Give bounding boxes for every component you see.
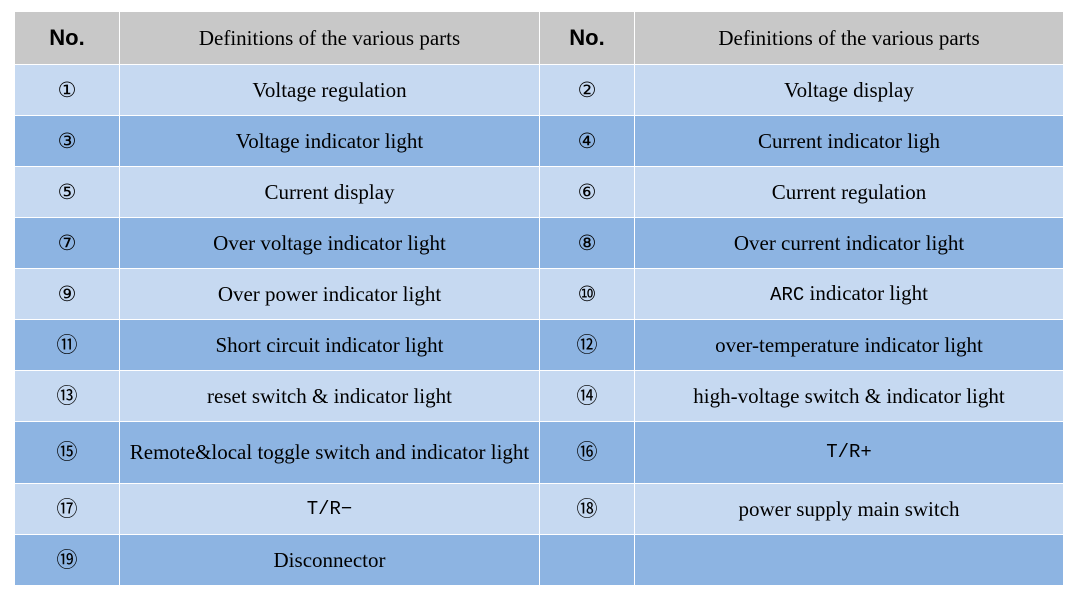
row-definition-left: Voltage regulation: [119, 64, 540, 116]
row-definition-left: Current display: [119, 166, 540, 218]
row-number-left: ⑨: [14, 268, 120, 320]
arc-label: ARC: [770, 284, 805, 307]
parts-definition-table-container: No. Definitions of the various parts No.…: [14, 11, 1064, 586]
row-definition-left: Over power indicator light: [119, 268, 540, 320]
row-number-right: ②: [539, 64, 635, 116]
row-number-left: ⑮: [14, 421, 120, 484]
row-number-left: ①: [14, 64, 120, 116]
row-number-right: ⑯: [539, 421, 635, 484]
arc-suffix: indicator light: [804, 281, 928, 306]
row-definition-left: Short circuit indicator light: [119, 319, 540, 371]
row-number-right: ⑭: [539, 370, 635, 422]
table-row: ⑦ Over voltage indicator light ⑧ Over cu…: [14, 217, 1064, 269]
row-definition-right: Over current indicator light: [634, 217, 1064, 269]
table-row: ⑲ Disconnector: [14, 534, 1064, 586]
row-number-left: ⑲: [14, 534, 120, 586]
row-definition-right: power supply main switch: [634, 483, 1064, 535]
table-header: No. Definitions of the various parts No.…: [14, 11, 1064, 65]
row-number-left: ⑪: [14, 319, 120, 371]
table-row: ⑪ Short circuit indicator light ⑫ over-t…: [14, 319, 1064, 371]
row-definition-right: Current indicator ligh: [634, 115, 1064, 167]
table-row: ⑤ Current display ⑥ Current regulation: [14, 166, 1064, 218]
row-definition-right: over-temperature indicator light: [634, 319, 1064, 371]
row-definition-left: Voltage indicator light: [119, 115, 540, 167]
row-definition-left: Remote&local toggle switch and indicator…: [119, 421, 540, 484]
column-header-no-right: No.: [539, 11, 635, 65]
row-definition-right: Current regulation: [634, 166, 1064, 218]
column-header-definitions-right: Definitions of the various parts: [634, 11, 1064, 65]
row-number-left: ⑤: [14, 166, 120, 218]
table-row: ① Voltage regulation ② Voltage display: [14, 64, 1064, 116]
row-definition-left: T/R−: [119, 483, 540, 535]
parts-definition-table: No. Definitions of the various parts No.…: [14, 11, 1064, 586]
table-body: ① Voltage regulation ② Voltage display ③…: [14, 64, 1064, 586]
row-definition-right-empty: [634, 534, 1064, 586]
table-row: ③ Voltage indicator light ④ Current indi…: [14, 115, 1064, 167]
row-definition-left: Over voltage indicator light: [119, 217, 540, 269]
row-number-left: ⑬: [14, 370, 120, 422]
table-row: ⑨ Over power indicator light ⑩ ARC indic…: [14, 268, 1064, 320]
row-number-right-empty: [539, 534, 635, 586]
row-definition-left: reset switch & indicator light: [119, 370, 540, 422]
row-number-right: ④: [539, 115, 635, 167]
row-number-left: ③: [14, 115, 120, 167]
row-definition-left: Disconnector: [119, 534, 540, 586]
row-definition-right: ARC indicator light: [634, 268, 1064, 320]
row-definition-right: high-voltage switch & indicator light: [634, 370, 1064, 422]
table-row: ⑮ Remote&local toggle switch and indicat…: [14, 421, 1064, 484]
row-number-left: ⑰: [14, 483, 120, 535]
row-definition-right: Voltage display: [634, 64, 1064, 116]
row-definition-right: T/R+: [634, 421, 1064, 484]
column-header-no-left: No.: [14, 11, 120, 65]
row-number-right: ⑩: [539, 268, 635, 320]
header-row: No. Definitions of the various parts No.…: [14, 11, 1064, 65]
row-number-right: ⑧: [539, 217, 635, 269]
row-number-right: ⑥: [539, 166, 635, 218]
table-row: ⑰ T/R− ⑱ power supply main switch: [14, 483, 1064, 535]
row-number-left: ⑦: [14, 217, 120, 269]
row-number-right: ⑱: [539, 483, 635, 535]
row-number-right: ⑫: [539, 319, 635, 371]
table-row: ⑬ reset switch & indicator light ⑭ high-…: [14, 370, 1064, 422]
column-header-definitions-left: Definitions of the various parts: [119, 11, 540, 65]
